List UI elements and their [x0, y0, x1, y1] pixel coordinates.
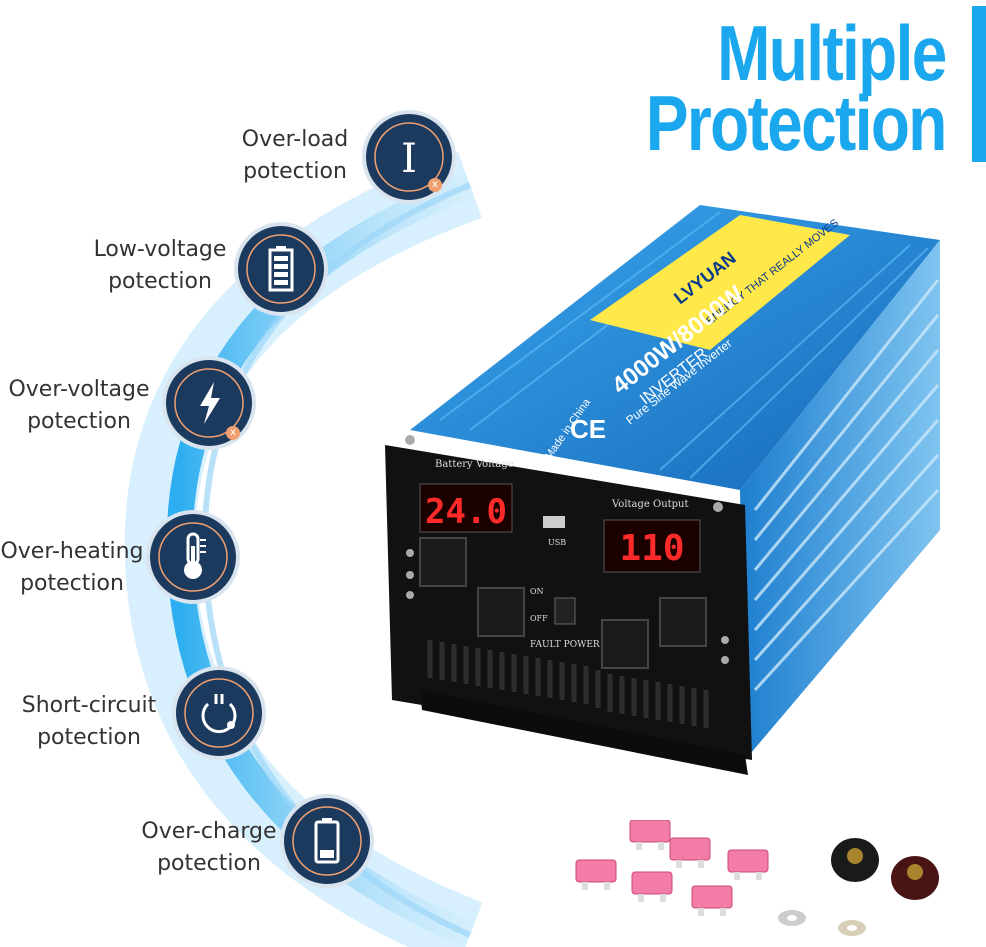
feature-label-line2: potection: [243, 159, 347, 184]
fuse: [631, 871, 673, 895]
fuse: [629, 820, 671, 843]
battery-low-icon: [284, 798, 370, 884]
title-line-2: Protection: [646, 79, 948, 167]
feature-label-line1: Over-load: [241, 127, 349, 152]
battery-voltage-label: Battery Voltage: [435, 459, 514, 470]
fuse: [727, 849, 769, 873]
title-line-1: Multiple: [717, 9, 948, 97]
accessories-image: [575, 820, 939, 936]
feature-label-line2: potection: [37, 725, 141, 750]
usb-label: USB: [548, 538, 566, 547]
voltage-output-label: Voltage Output: [611, 499, 689, 510]
off-label: OFF: [530, 614, 548, 623]
voltage-output-display: 110: [619, 528, 684, 569]
on-label: ON: [530, 587, 544, 596]
current-icon: I x: [366, 114, 452, 200]
feature-label-line2: potection: [157, 851, 261, 876]
usb-port: [543, 516, 565, 528]
power-switch: [554, 597, 576, 625]
ac-outlet: [477, 587, 525, 637]
feature-label-line1: Low-voltage: [93, 237, 227, 262]
fuse: [691, 885, 733, 909]
svg-text:I: I: [401, 136, 417, 182]
ac-outlet: [659, 597, 707, 647]
feature-label-line2: potection: [20, 571, 124, 596]
ac-outlet: [601, 619, 649, 669]
short-circuit-icon: [176, 670, 262, 756]
feature-label-line2: potection: [27, 409, 131, 434]
battery-voltage-display: 24.0: [425, 492, 507, 532]
feature-label-line1: Short-circuit: [21, 693, 157, 718]
feature-label-line1: Over-voltage: [8, 377, 150, 402]
feature-label-line2: potection: [108, 269, 212, 294]
feature-label-line1: Over-charge: [141, 819, 277, 844]
title-accent-bar: [972, 6, 986, 162]
fuse: [669, 837, 711, 861]
inverter-product-image: LVYUAN ENERGY THAT REALLY MOVES 4000W/80…: [385, 205, 940, 775]
feature-label-line1: Over-heating: [0, 539, 144, 564]
fuse: [575, 859, 617, 883]
ce-mark: CE: [570, 414, 606, 444]
fault-power-label: FAULT POWER: [530, 640, 600, 650]
battery-icon: [238, 226, 324, 312]
lightning-icon: x: [166, 360, 252, 446]
ac-outlet: [419, 537, 467, 587]
thermometer-icon: [150, 514, 236, 600]
